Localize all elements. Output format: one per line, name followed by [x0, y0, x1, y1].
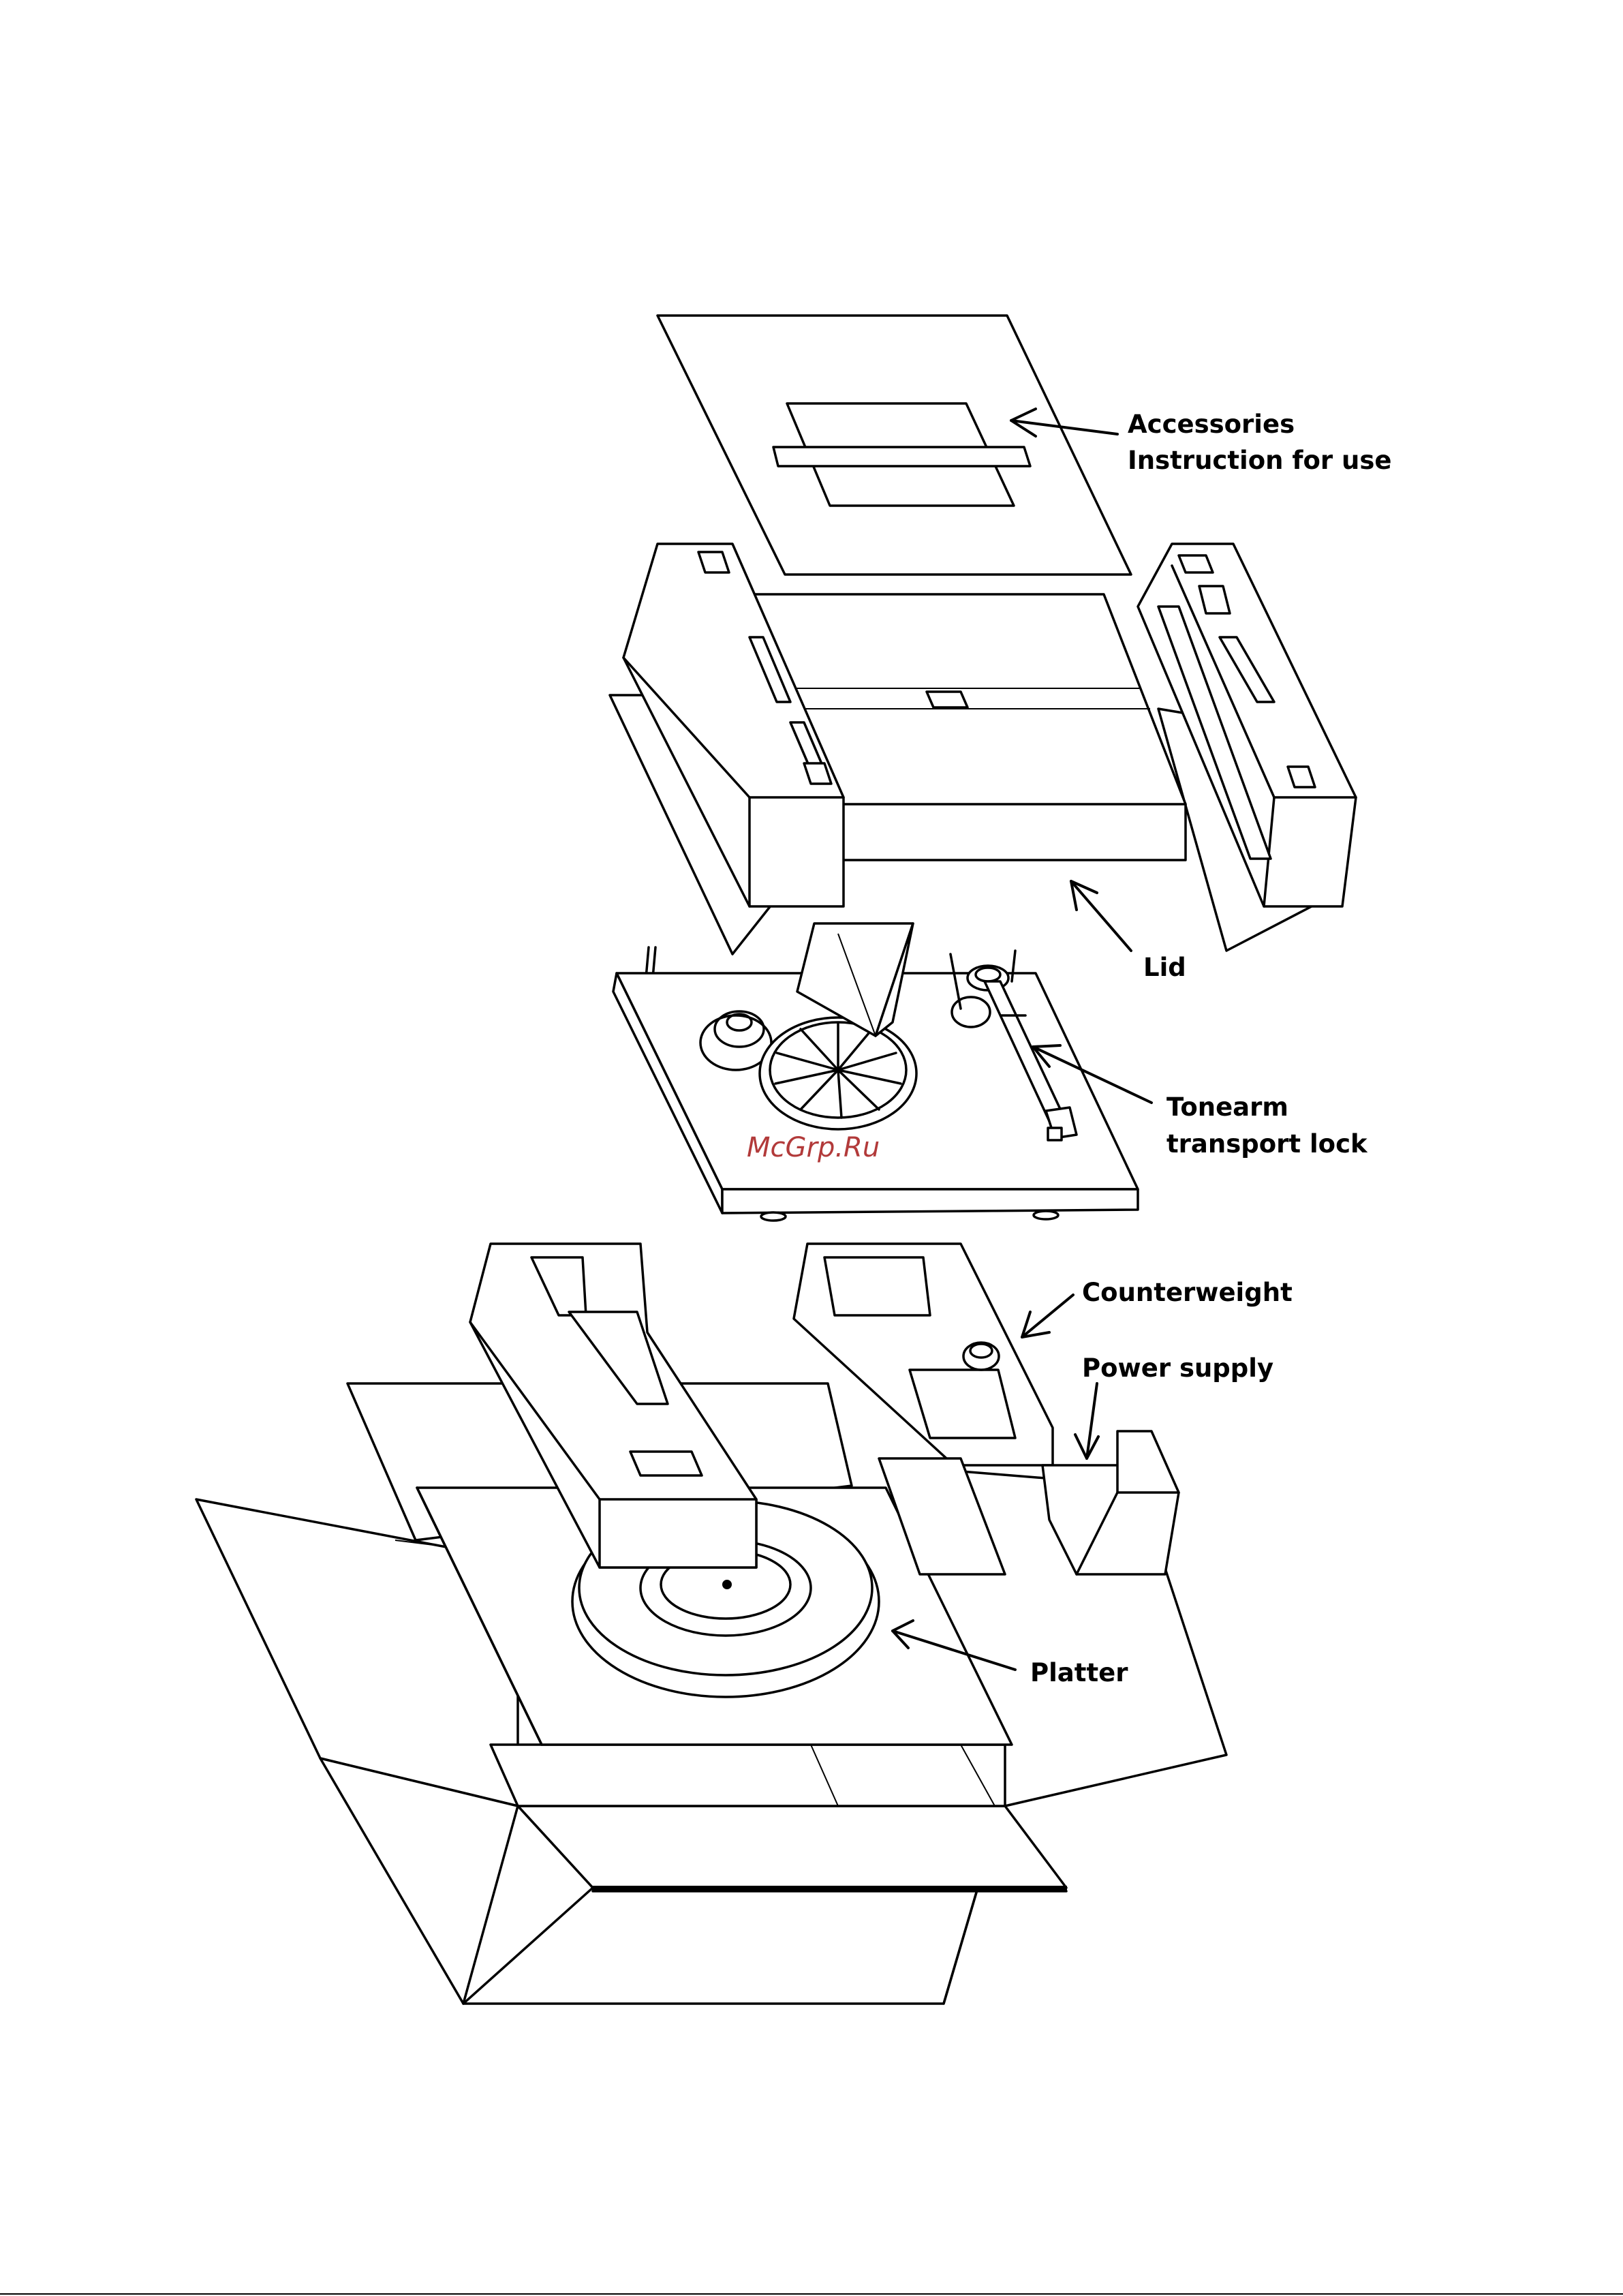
label-lid: Lid — [1143, 953, 1186, 982]
label-accessories: Accessories — [1128, 410, 1295, 439]
power-supply-arrow — [1075, 1383, 1098, 1458]
counterweight-arrow — [1022, 1295, 1073, 1337]
lid-arrow — [1071, 881, 1131, 951]
watermark: McGrp.Ru — [747, 1132, 880, 1163]
label-transport-lock: transport lock — [1166, 1129, 1368, 1159]
label-power-supply: Power supply — [1082, 1353, 1273, 1383]
label-instruction: Instruction for use — [1128, 446, 1391, 475]
label-tonearm: Tonearm — [1166, 1092, 1288, 1122]
turntable — [613, 923, 1138, 1221]
accessories-arrow — [1011, 409, 1117, 436]
accessories-board — [658, 316, 1131, 575]
lid-assembly — [610, 544, 1356, 954]
label-counterweight: Counterweight — [1082, 1278, 1293, 1307]
label-platter: Platter — [1030, 1658, 1128, 1687]
shipping-box — [196, 1244, 1226, 2004]
